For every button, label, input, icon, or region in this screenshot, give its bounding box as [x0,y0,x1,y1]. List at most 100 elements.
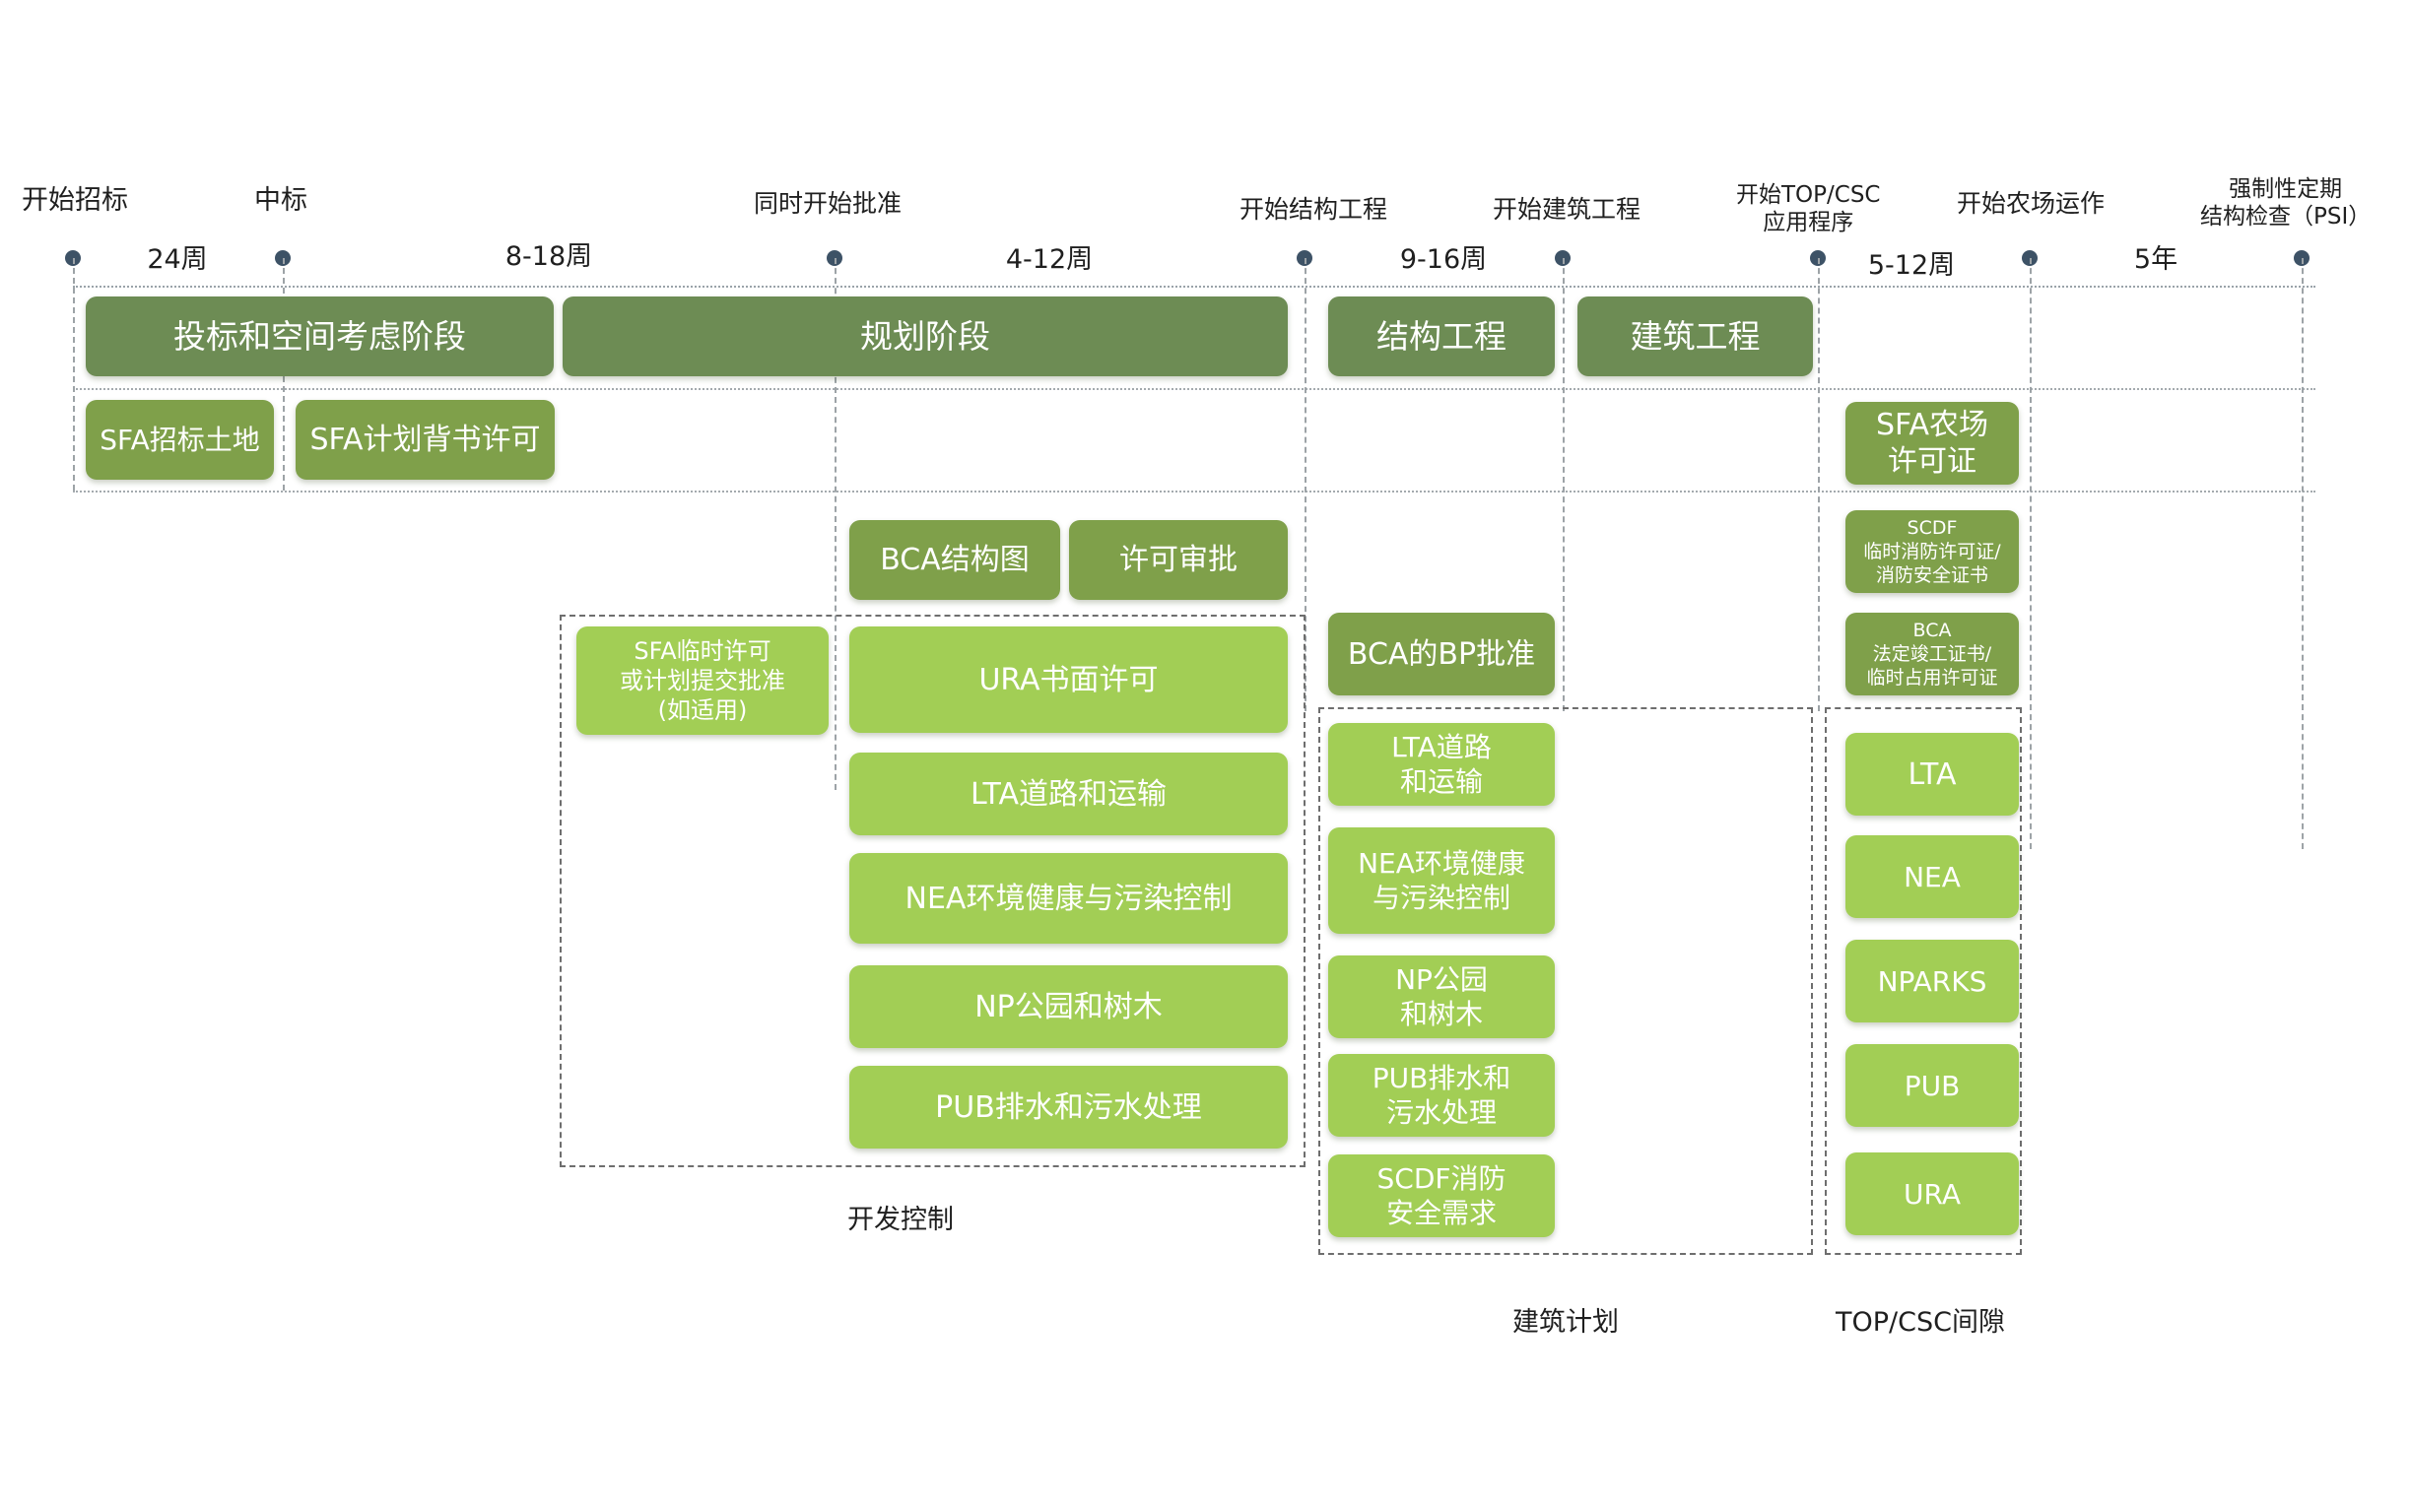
sfa-temp-permit-line3: (如适用) [657,696,748,724]
grid-col-divider [1563,258,1565,711]
group-dev-control-label: 开发控制 [847,1205,954,1235]
nea-environment-health-label: NEA环境健康与污染控制 [904,881,1233,916]
phase-building: 建筑工程 [1577,296,1813,376]
bp-lta-line2: 和运输 [1399,765,1483,798]
grid-row-divider [73,491,2315,493]
phase-building-label: 建筑工程 [1630,316,1761,356]
top-lta: LTA [1845,733,2019,816]
bp-np: NP公园和树木 [1328,955,1555,1038]
top-pub-label: PUB [1904,1069,1961,1102]
milestone-tender-start: 开始招标 [22,185,128,216]
sfa-tender-land-label: SFA招标土地 [100,424,260,456]
group-dev-control [560,615,1306,1167]
timeline-line [73,286,2315,288]
bp-np-text: NP公园和树木 [1395,962,1488,1031]
top-nea-label: NEA [1904,860,1961,893]
grid-col-divider [835,258,837,790]
duration-label: 24周 [147,244,208,275]
duration-label: 4-12周 [1005,244,1094,275]
bca-bp-approval-label: BCA的BP批准 [1347,636,1536,672]
bp-scdf-line1: SCDF消防 [1376,1162,1507,1195]
duration-label: 8-18周 [504,241,593,272]
ura-written-permission: URA书面许可 [849,626,1288,733]
bp-np-line2: 和树木 [1399,998,1483,1030]
grid-col-divider [1818,258,1820,711]
milestone-top-csc-line2: 应用程序 [1763,210,1854,235]
bp-scdf-line2: 安全需求 [1385,1197,1497,1229]
milestone-building-start: 开始建筑工程 [1493,195,1641,224]
milestone-farm-ops: 开始农场运作 [1957,189,2106,218]
grid-col-divider [73,258,75,491]
bp-nea-line1: NEA环境健康 [1358,847,1525,880]
top-scdf-line1: SCDF [1907,517,1958,539]
sfa-temp-permit-text: SFA临时许可 或计划提交批准 (如适用) [620,636,785,725]
phase-tender: 投标和空间考虑阶段 [86,296,554,376]
bp-pub-text: PUB排水和污水处理 [1373,1061,1511,1130]
top-nparks: NPARKS [1845,940,2019,1022]
top-ura-label: URA [1904,1177,1961,1211]
sfa-plan-endorsement: SFA计划背书许可 [296,400,555,480]
bp-nea: NEA环境健康与污染控制 [1328,827,1555,934]
bp-pub-line1: PUB排水和 [1372,1062,1511,1094]
nea-environment-health: NEA环境健康与污染控制 [849,853,1288,944]
phase-planning-label: 规划阶段 [860,316,990,356]
grid-row-divider [73,388,2315,390]
np-parks-trees: NP公园和树木 [849,965,1288,1048]
duration-label: 9-16周 [1399,244,1488,275]
sfa-plan-endorsement-label: SFA计划背书许可 [309,423,541,457]
duration-label: 5年 [2133,244,2178,275]
top-nparks-label: NPARKS [1877,964,1987,998]
duration-label: 5-12周 [1867,250,1956,281]
milestone-psi-line1: 强制性定期 [2229,176,2343,202]
grid-col-divider [2302,258,2304,849]
lta-roads-transport-label: LTA道路和运输 [970,776,1168,812]
phase-planning: 规划阶段 [563,296,1288,376]
milestone-psi-line2: 结构检查（PSI） [2200,204,2372,230]
bp-lta-text: LTA道路和运输 [1391,730,1492,799]
phase-structural: 结构工程 [1328,296,1555,376]
milestone-psi: 强制性定期 结构检查（PSI） [2200,175,2371,230]
bp-nea-text: NEA环境健康与污染控制 [1358,846,1525,915]
bca-structural-plan-label: BCA结构图 [880,543,1030,577]
phase-tender-label: 投标和空间考虑阶段 [173,316,466,356]
pub-drainage-sewerage-label: PUB排水和污水处理 [935,1089,1202,1125]
bca-bp-approval: BCA的BP批准 [1328,613,1555,695]
top-bca-certificate: BCA 法定竣工证书/ 临时占用许可证 [1845,613,2019,695]
bp-pub: PUB排水和污水处理 [1328,1054,1555,1137]
sfa-farm-license-line1: SFA农场 [1875,408,1989,442]
top-bca-certificate-text: BCA 法定竣工证书/ 临时占用许可证 [1866,619,1997,690]
ura-written-permission-label: URA书面许可 [978,662,1159,697]
permit-review-label: 许可审批 [1119,543,1238,577]
group-building-plan [1318,707,1813,1255]
top-scdf-line2: 临时消防许可证/ [1863,541,2001,562]
bp-lta: LTA道路和运输 [1328,723,1555,806]
bp-scdf: SCDF消防安全需求 [1328,1154,1555,1237]
top-scdf-line3: 消防安全证书 [1875,564,1988,586]
sfa-temp-permit: SFA临时许可 或计划提交批准 (如适用) [576,626,829,735]
bp-np-line1: NP公园 [1395,963,1488,996]
bp-pub-line2: 污水处理 [1385,1096,1497,1129]
grid-col-divider [2030,258,2032,849]
phase-structural-label: 结构工程 [1376,316,1507,356]
group-top-csc [1825,707,2022,1255]
milestone-top-csc-line1: 开始TOP/CSC [1736,182,1881,208]
sfa-temp-permit-line2: 或计划提交批准 [620,667,785,694]
permit-review: 许可审批 [1069,520,1288,600]
bp-nea-line2: 与污染控制 [1372,882,1510,914]
lta-roads-transport: LTA道路和运输 [849,753,1288,835]
top-scdf-certificate: SCDF 临时消防许可证/ 消防安全证书 [1845,510,2019,593]
sfa-temp-permit-line1: SFA临时许可 [634,637,771,665]
milestone-top-csc: 开始TOP/CSC 应用程序 [1736,181,1881,236]
milestone-award: 中标 [254,185,307,216]
sfa-farm-license-text: SFA农场 许可证 [1876,407,1988,480]
sfa-farm-license: SFA农场 许可证 [1845,402,2019,485]
bp-lta-line1: LTA道路 [1391,731,1492,763]
sfa-farm-license-line2: 许可证 [1887,444,1976,479]
top-ura: URA [1845,1152,2019,1235]
top-bca-line1: BCA [1912,620,1952,641]
bca-structural-plan: BCA结构图 [849,520,1060,600]
np-parks-trees-label: NP公园和树木 [974,989,1163,1024]
top-pub: PUB [1845,1044,2019,1127]
grid-col-divider [1305,258,1306,711]
group-top-csc-label: TOP/CSC间隙 [1836,1307,2005,1338]
